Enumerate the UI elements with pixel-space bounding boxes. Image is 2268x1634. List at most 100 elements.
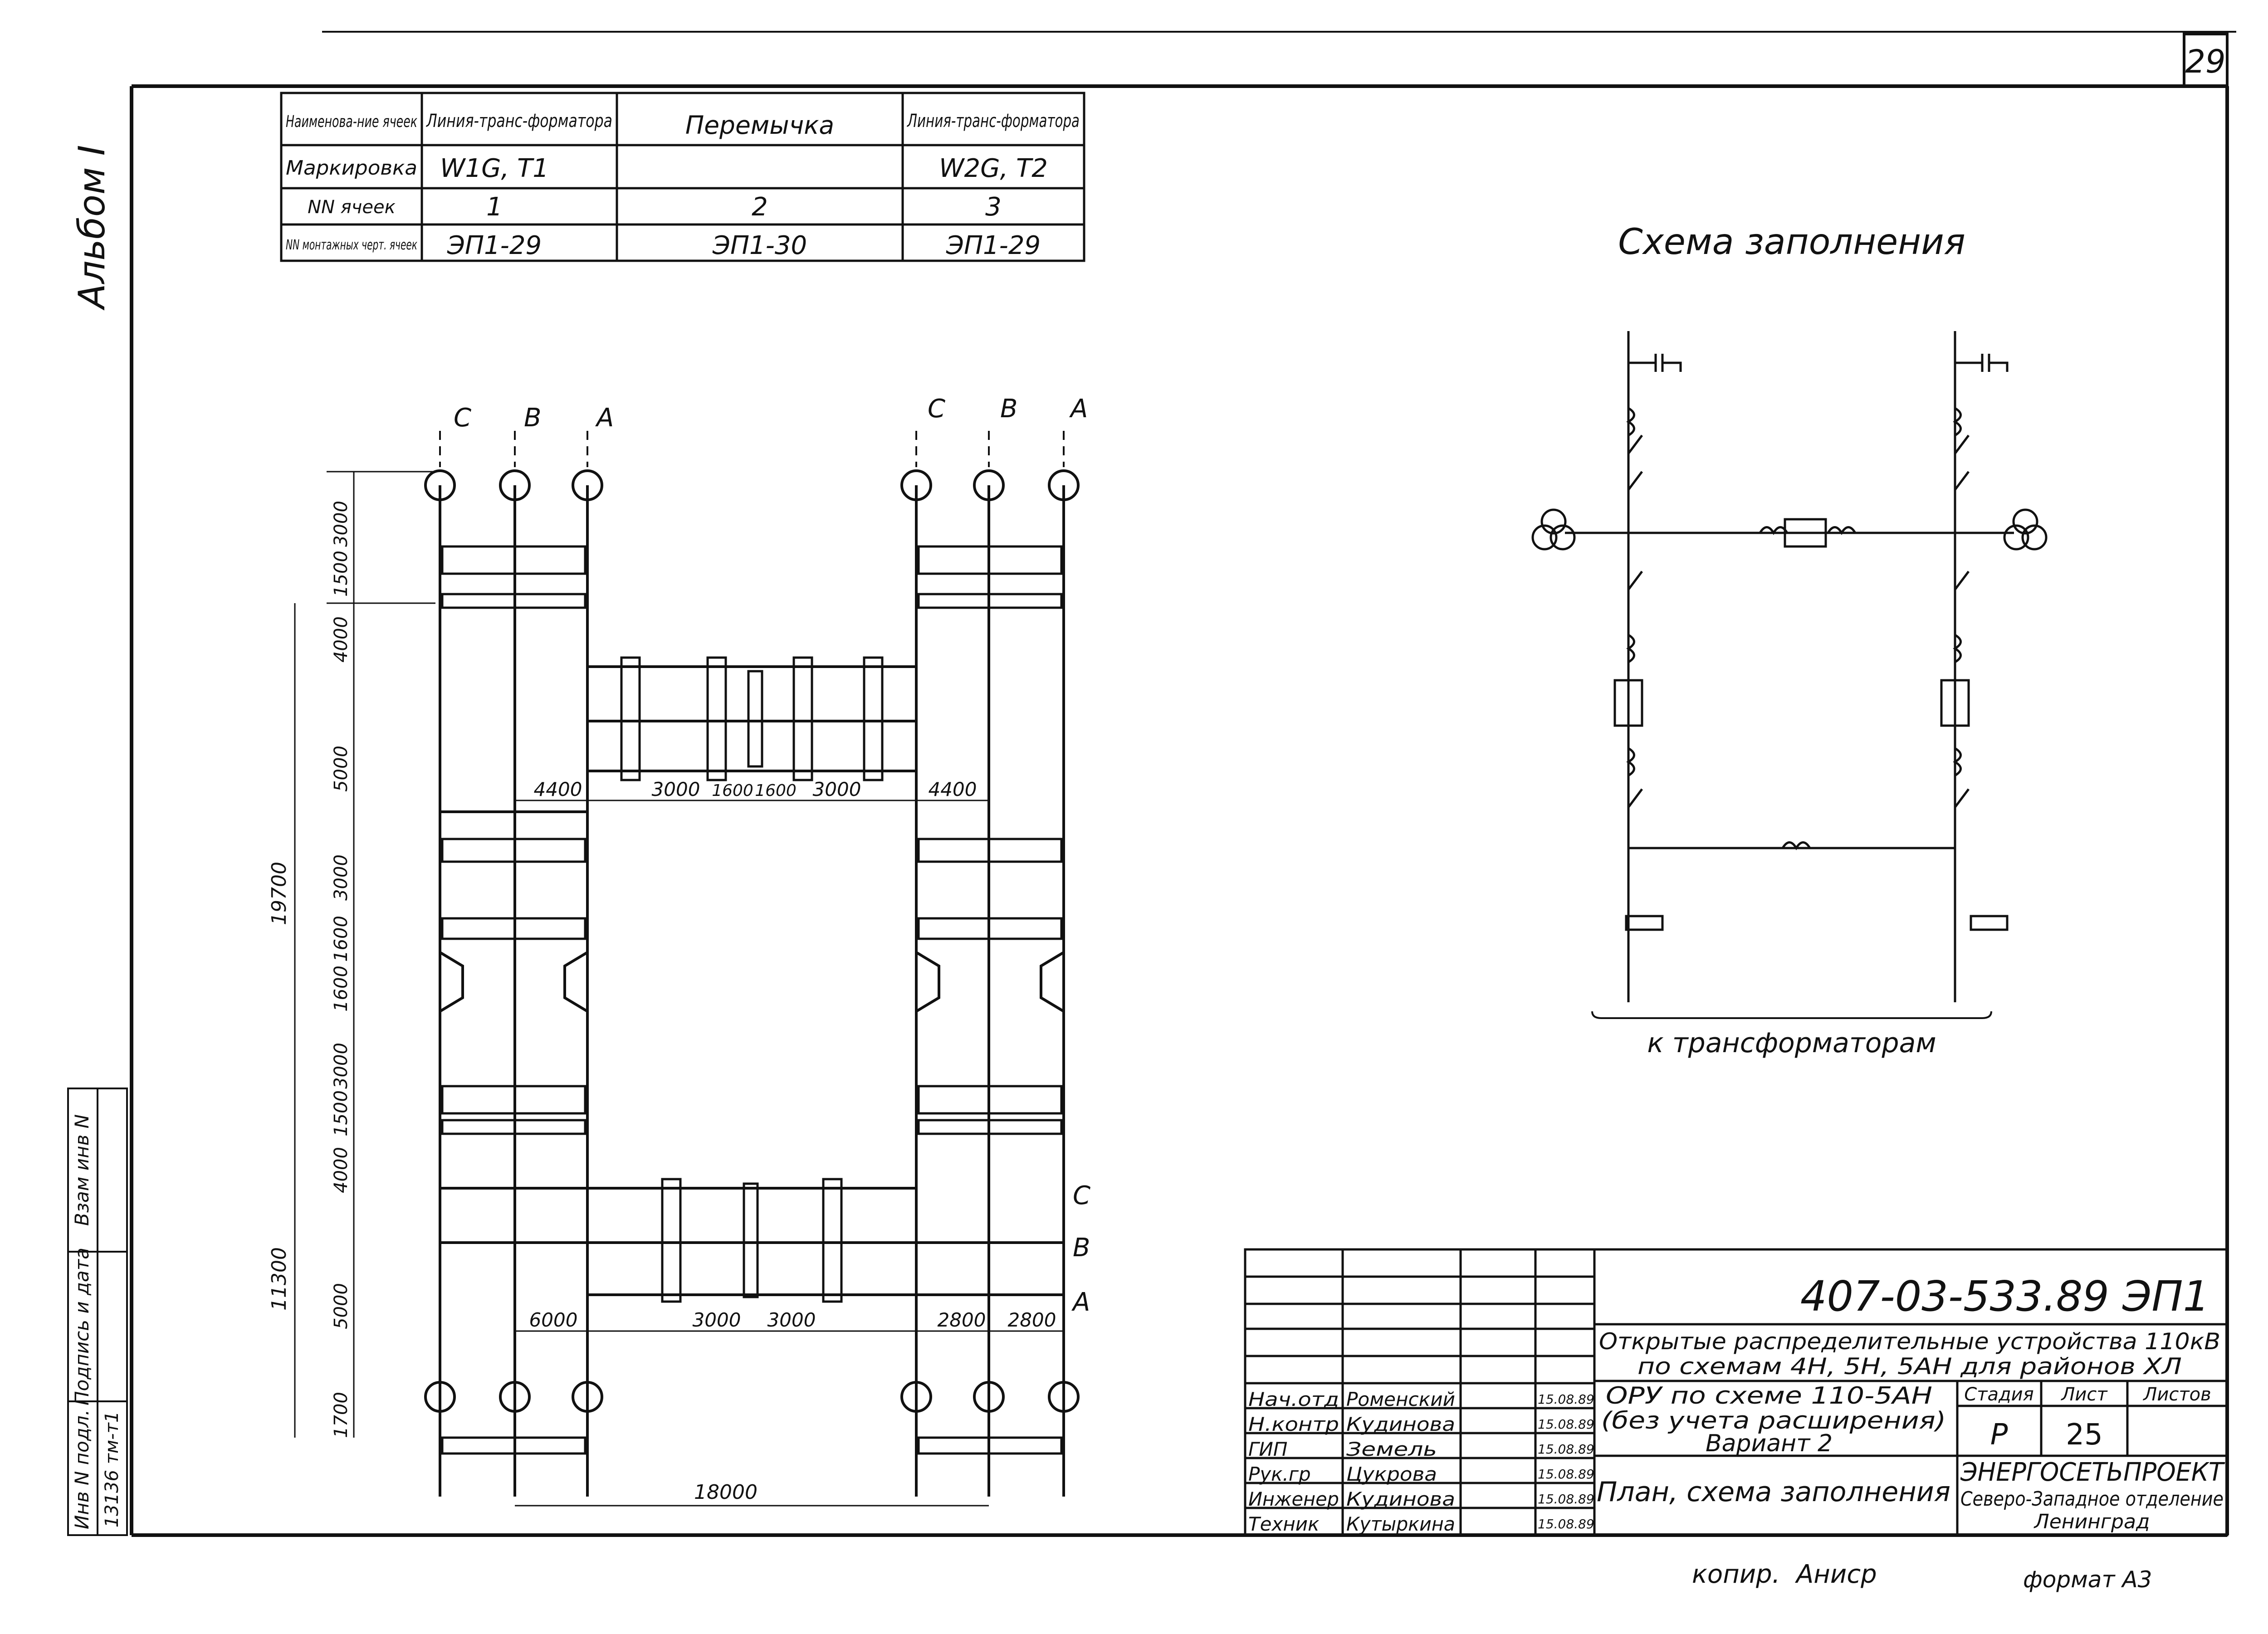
dim-total-width: 18000 [694, 1481, 758, 1504]
cells-table [280, 92, 1085, 262]
dim-v-11: 5000 [331, 1283, 352, 1329]
phase-a-side: A [1071, 1288, 1090, 1317]
stamp-title-2: по схемам 4Н, 5Н, 5АН для районов ХЛ [1637, 1353, 2182, 1380]
table-nn-c1: 1 [486, 192, 503, 222]
person-role: Техник [1248, 1513, 1320, 1535]
dim-h-mid-3: 1600 [712, 781, 753, 800]
title-block [1244, 1248, 2229, 1536]
table-drw-c1: ЭП1-29 [447, 231, 542, 260]
person-date: 15.08.89 [1538, 1442, 1594, 1457]
table-marking-c3: W2G, T2 [939, 154, 1048, 183]
dim-h-bot-2: 3000 [693, 1309, 741, 1331]
stamp-title-1: Открытые распределительные устройства 11… [1599, 1328, 2220, 1355]
person-name: Кудинова [1346, 1413, 1455, 1435]
person-name: Кутыркина [1346, 1513, 1455, 1535]
org-line-2: Северо-Западное отделение [1960, 1488, 2224, 1511]
person-name: Кудинова [1346, 1488, 1455, 1510]
side-stamp-sign: Подпись и дата [71, 1248, 93, 1405]
person-role: ГИП [1248, 1438, 1287, 1460]
dim-h-bot-1: 6000 [529, 1309, 578, 1331]
dim-v-3: 4000 [331, 616, 352, 663]
dim-h-mid-4: 1600 [755, 781, 797, 800]
dim-v-5: 3000 [331, 854, 352, 901]
side-stamp-inv-value: 13136 тм-т1 [102, 1411, 122, 1528]
scheme-caption: к трансформаторам [1647, 1027, 1936, 1059]
side-stamp [67, 1088, 128, 1536]
person-role: Нач.отд [1248, 1388, 1339, 1410]
org-line-1: ЭНЕРГОСЕТЬПРОЕКТ [1960, 1458, 2225, 1487]
table-nn-c2: 2 [752, 192, 768, 222]
sheet-title: План, схема заполнения [1597, 1476, 1950, 1508]
dim-h-bot-5: 2800 [1008, 1309, 1056, 1331]
table-drw-c3: ЭП1-29 [946, 231, 1041, 260]
table-head-c1: Линия-транс-форматора [425, 111, 612, 132]
dim-total-upper: 19700 [268, 862, 291, 925]
table-head-c2: Перемычка [685, 111, 834, 140]
dim-h-bot-3: 3000 [767, 1309, 816, 1331]
page-number: 29 [2185, 43, 2225, 80]
dim-v-6: 1600 [331, 916, 352, 962]
table-label-cells: Наименова-ние ячеек [286, 112, 417, 131]
dim-h-mid-2: 3000 [652, 778, 700, 800]
person-date: 15.08.89 [1538, 1467, 1594, 1482]
col-sheet: Лист [2060, 1384, 2108, 1405]
table-label-marking: Маркировка [286, 156, 417, 180]
table-label-drawings: NN монтажных черт. ячеек [286, 237, 417, 253]
people-list: Нач.отд Роменский 15.08.89 Н.контр Кудин… [1248, 1388, 1594, 1535]
person-name: Роменский [1346, 1388, 1455, 1410]
person-date: 15.08.89 [1538, 1392, 1594, 1407]
phase-c-left: C [454, 403, 471, 433]
footer-copy: копир. [1692, 1560, 1780, 1589]
footer-format: формат А3 [2023, 1566, 2152, 1593]
person-date: 15.08.89 [1538, 1492, 1594, 1507]
dim-h-mid-1: 4400 [534, 778, 582, 800]
table-head-c3: Линия-транс-форматора [907, 111, 1080, 132]
dim-v-7: 1600 [331, 966, 352, 1012]
col-stage: Стадия [1964, 1384, 2033, 1405]
phase-a-right: A [1069, 394, 1088, 424]
table-drw-c2: ЭП1-30 [712, 231, 807, 260]
doc-code: 407-03-533.89 ЭП1 [1800, 1272, 2209, 1321]
dim-v-1: 3000 [331, 501, 352, 547]
stamp-subject-2: (без учета расширения) [1601, 1407, 1946, 1434]
table-label-nn: NN ячеек [308, 197, 396, 218]
phase-b-right: B [1000, 394, 1017, 424]
dim-v-4: 5000 [331, 746, 352, 792]
stage-value: Р [1990, 1418, 2008, 1452]
sheet-value: 25 [2066, 1418, 2102, 1452]
stamp-subject-1: ОРУ по схеме 110-5АН [1606, 1382, 1932, 1410]
side-stamp-vzam: Взам инв N [71, 1114, 93, 1226]
stamp-subject-3: Вариант 2 [1706, 1430, 1833, 1457]
phase-c-right: C [928, 394, 945, 424]
dim-v-2: 1500 [331, 551, 352, 597]
dim-v-10: 4000 [331, 1147, 352, 1193]
person-date: 15.08.89 [1538, 1517, 1594, 1532]
person-role: Инженер [1248, 1488, 1339, 1510]
person-name: Цукрова [1346, 1463, 1437, 1485]
person-role: Н.контр [1248, 1413, 1339, 1435]
col-sheets: Листов [2142, 1384, 2211, 1405]
album-label: Альбом I [71, 145, 113, 311]
side-stamp-inv: Инв N подл. [71, 1410, 93, 1529]
phase-c-side: C [1073, 1181, 1090, 1210]
dim-v-9: 1500 [331, 1090, 352, 1136]
phase-a-left: A [595, 403, 614, 433]
dim-v-8: 3000 [331, 1043, 352, 1089]
table-nn-c3: 3 [985, 192, 1002, 222]
table-marking-c1: W1G, T1 [440, 154, 549, 183]
scheme-title: Схема заполнения [1618, 222, 1965, 263]
plan-drawing [294, 431, 1080, 1507]
footer-copier: Аниср [1795, 1560, 1877, 1589]
org-line-3: Ленинград [2033, 1510, 2150, 1533]
phase-b-left: B [524, 403, 541, 433]
person-name: Земель [1346, 1438, 1437, 1460]
person-date: 15.08.89 [1538, 1417, 1594, 1432]
dim-v-12: 1700 [331, 1392, 352, 1438]
phase-b-side: B [1073, 1233, 1090, 1263]
dim-h-bot-4: 2800 [938, 1309, 986, 1331]
scheme-diagram [1531, 331, 2048, 1019]
dim-total-lower: 11300 [268, 1247, 291, 1311]
dim-h-mid-6: 4400 [929, 778, 977, 800]
dim-h-mid-5: 3000 [813, 778, 861, 800]
